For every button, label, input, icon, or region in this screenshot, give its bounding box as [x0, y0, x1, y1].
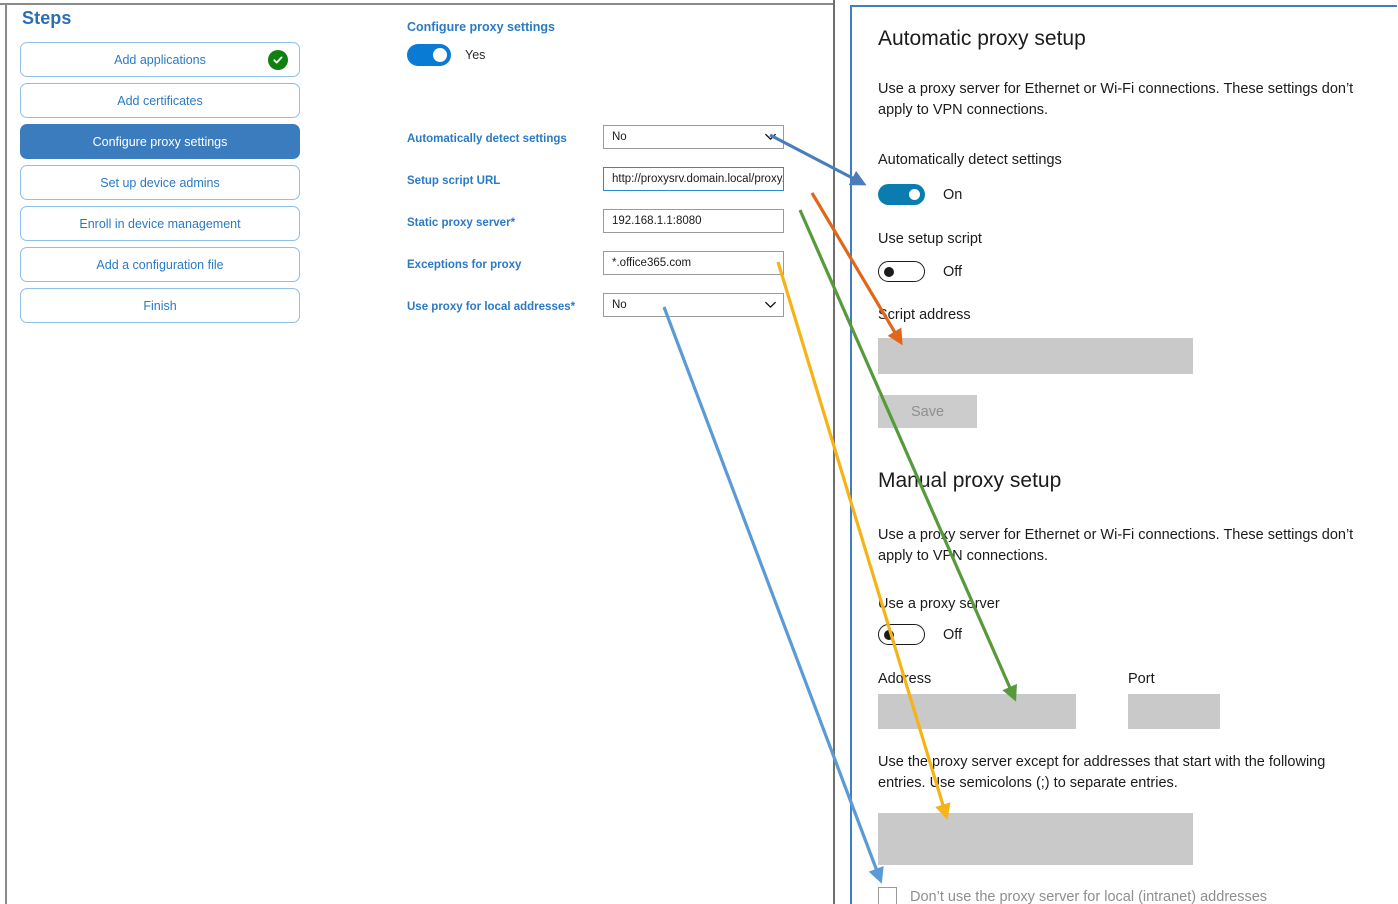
port-label: Port — [1128, 671, 1155, 687]
save-button[interactable]: Save — [878, 395, 977, 428]
bypass-local-label: Don’t use the proxy server for local (in… — [910, 888, 1268, 904]
field-label: Static proxy server* — [407, 217, 516, 229]
step-add-certificates[interactable]: Add certificates — [20, 83, 300, 118]
step-label: Add a configuration file — [96, 257, 224, 272]
address-label: Address — [878, 671, 932, 687]
use-proxy-for-local-addresses-select[interactable]: No — [603, 293, 784, 317]
steps-heading: Steps — [22, 8, 72, 28]
step-add-applications[interactable]: Add applications — [20, 42, 300, 77]
field-control[interactable]: No — [603, 125, 784, 149]
step-label: Enroll in device management — [79, 216, 241, 231]
field-label: Automatically detect settings — [407, 133, 567, 145]
toggle-knob — [884, 267, 894, 277]
input-value: *.office365.com — [612, 257, 692, 269]
check-circle-icon — [268, 49, 288, 70]
step-configure-proxy-settings[interactable]: Configure proxy settings — [20, 124, 300, 159]
chevron-down-icon — [765, 133, 776, 140]
exceptions-description: Use the proxy server except for addresse… — [878, 754, 1326, 791]
field-row-automatically-detect-settings: Automatically detect settings No — [407, 125, 827, 172]
step-set-up-device-admins[interactable]: Set up device admins — [20, 165, 300, 200]
panel-divider — [833, 0, 835, 904]
automatically-detect-settings-toggle[interactable] — [878, 184, 925, 205]
chevron-down-icon — [765, 301, 776, 308]
use-setup-script-toggle-row[interactable]: Off — [878, 261, 962, 282]
input-value: http://proxysrv.domain.local/proxy.pa — [612, 173, 784, 185]
step-add-a-configuration-file[interactable]: Add a configuration file — [20, 247, 300, 282]
step-finish[interactable]: Finish — [20, 288, 300, 323]
automatic-proxy-description: Use a proxy server for Ethernet or Wi-Fi… — [878, 81, 1354, 118]
select-value: No — [612, 299, 627, 311]
input-value: 192.168.1.1:8080 — [612, 215, 702, 227]
field-control[interactable]: 192.168.1.1:8080 — [603, 209, 784, 233]
field-control[interactable]: http://proxysrv.domain.local/proxy.pa — [603, 167, 784, 191]
automatically-detect-settings-select[interactable]: No — [603, 125, 784, 149]
exceptions-for-proxy-input[interactable]: *.office365.com — [603, 251, 784, 275]
arrow-use-proxy-local-addresses-mapping — [662, 306, 884, 884]
step-label: Add certificates — [117, 93, 203, 108]
step-label: Finish — [143, 298, 177, 313]
proxy-form-fields: Automatically detect settings No Setup s… — [407, 125, 827, 340]
step-enroll-in-device-management[interactable]: Enroll in device management — [20, 206, 300, 241]
setup-script-url-input[interactable]: http://proxysrv.domain.local/proxy.pa — [603, 167, 784, 191]
field-row-static-proxy-server: Static proxy server* 192.168.1.1:8080 — [407, 209, 827, 256]
field-label: Use proxy for local addresses* — [407, 301, 576, 313]
manual-proxy-description: Use a proxy server for Ethernet or Wi-Fi… — [878, 527, 1354, 564]
use-a-proxy-server-toggle-row[interactable]: Off — [878, 624, 962, 645]
field-control[interactable]: No — [603, 293, 784, 317]
step-label: Add applications — [114, 52, 206, 67]
field-row-use-proxy-for-local-addresses: Use proxy for local addresses* No — [407, 293, 827, 340]
toggle-state-label: Off — [943, 263, 963, 280]
field-row-exceptions-for-proxy: Exceptions for proxy *.office365.com — [407, 251, 827, 298]
configure-proxy-toggle-row[interactable]: Yes — [407, 44, 485, 66]
use-a-proxy-server-toggle[interactable] — [878, 624, 925, 645]
toggle-state-label: Off — [943, 626, 963, 643]
select-value: No — [612, 131, 627, 143]
configure-proxy-toggle-label: Yes — [465, 48, 486, 62]
manual-proxy-setup-heading: Manual proxy setup — [878, 469, 1062, 492]
top-divider — [0, 3, 833, 5]
configure-proxy-toggle[interactable] — [407, 44, 451, 66]
field-label: Setup script URL — [407, 175, 501, 187]
script-address-input[interactable] — [878, 338, 1193, 374]
automatically-detect-settings-label: Automatically detect settings — [878, 152, 1062, 168]
step-label: Configure proxy settings — [92, 134, 228, 149]
field-control[interactable]: *.office365.com — [603, 251, 784, 275]
step-label: Set up device admins — [100, 175, 220, 190]
address-input[interactable] — [878, 694, 1076, 729]
form-heading: Configure proxy settings — [407, 20, 555, 34]
steps-list: Add applications Add certificates Config… — [20, 42, 300, 329]
field-row-setup-script-url: Setup script URL http://proxysrv.domain.… — [407, 167, 827, 214]
field-label: Exceptions for proxy — [407, 259, 522, 271]
exceptions-input[interactable] — [878, 813, 1193, 865]
toggle-knob — [433, 48, 447, 62]
toggle-knob — [884, 630, 894, 640]
use-setup-script-toggle[interactable] — [878, 261, 925, 282]
static-proxy-server-input[interactable]: 192.168.1.1:8080 — [603, 209, 784, 233]
script-address-label: Script address — [878, 307, 971, 323]
windows-proxy-settings-panel: Automatic proxy setup Use a proxy server… — [850, 5, 1397, 904]
automatic-proxy-setup-heading: Automatic proxy setup — [878, 27, 1086, 50]
use-a-proxy-server-label: Use a proxy server — [878, 596, 1000, 612]
toggle-knob — [909, 189, 920, 200]
checkbox-icon[interactable] — [878, 887, 897, 904]
toggle-state-label: On — [943, 186, 963, 203]
port-input[interactable] — [1128, 694, 1220, 729]
bypass-local-checkbox-row[interactable]: Don’t use the proxy server for local (in… — [878, 887, 1267, 904]
use-setup-script-label: Use setup script — [878, 231, 982, 247]
left-divider — [5, 3, 7, 904]
automatically-detect-settings-toggle-row[interactable]: On — [878, 184, 962, 205]
